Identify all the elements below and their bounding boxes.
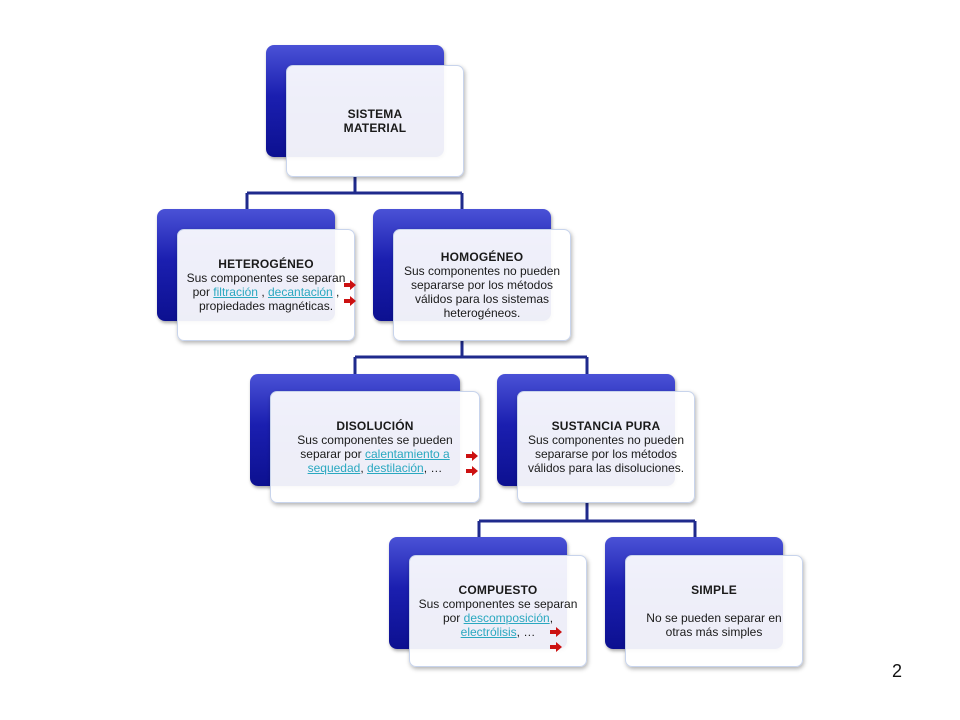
text-segment: , …: [516, 625, 536, 639]
node-description: Sus componentes se separan por descompos…: [418, 597, 578, 639]
node-sustancia-pura: SUSTANCIA PURA Sus componentes no pueden…: [497, 374, 695, 503]
node-title: HETEROGÉNEO: [218, 257, 314, 271]
node-front: SISTEMA MATERIAL: [286, 65, 464, 177]
node-disolucion: DISOLUCIÓN Sus componentes se pueden sep…: [250, 374, 480, 503]
text-segment: , …: [423, 461, 443, 475]
node-front: DISOLUCIÓN Sus componentes se pueden sep…: [270, 391, 480, 503]
node-front: HETEROGÉNEO Sus componentes se separan p…: [177, 229, 355, 341]
node-title: SIMPLE: [691, 583, 737, 597]
node-front: SIMPLE No se pueden separar en otras más…: [625, 555, 803, 667]
node-compuesto: COMPUESTO Sus componentes se separan por…: [389, 537, 587, 667]
node-title: DISOLUCIÓN: [336, 419, 414, 433]
text-segment: ,: [257, 285, 268, 299]
red-arrow-icon[interactable]: [466, 466, 478, 476]
node-front: HOMOGÉNEO Sus componentes no pueden sepa…: [393, 229, 571, 341]
link-decantacion[interactable]: decantación: [268, 285, 333, 299]
node-title: SUSTANCIA PURA: [551, 419, 661, 433]
link-electrolisis[interactable]: electrólisis: [460, 625, 517, 639]
text-segment: Sus componentes se separan por: [186, 271, 346, 299]
node-description: Sus componentes se separan por filtració…: [186, 271, 346, 313]
node-description: Sus componentes se pueden separar por ca…: [279, 433, 471, 475]
text-segment: , propiedades magnéticas.: [198, 285, 340, 313]
node-simple: SIMPLE No se pueden separar en otras más…: [605, 537, 803, 667]
page-number: 2: [891, 661, 902, 681]
text-segment: ,: [360, 461, 367, 475]
node-description: Sus componentes no pueden separarse por …: [527, 433, 685, 475]
red-arrow-icon[interactable]: [466, 451, 478, 461]
link-destilacion[interactable]: destilación: [367, 461, 424, 475]
red-arrow-icon[interactable]: [550, 642, 562, 652]
node-description: No se pueden separar en otras más simple…: [646, 611, 782, 639]
red-arrow-icon[interactable]: [344, 280, 356, 290]
node-homogeneo: HOMOGÉNEO Sus componentes no pueden sepa…: [373, 209, 571, 341]
node-front: SUSTANCIA PURA Sus componentes no pueden…: [517, 391, 695, 503]
link-filtracion[interactable]: filtración: [213, 285, 258, 299]
node-title: COMPUESTO: [458, 583, 538, 597]
node-description: Sus componentes no pueden separarse por …: [403, 264, 561, 320]
node-heterogeneo: HETEROGÉNEO Sus componentes se separan p…: [157, 209, 355, 341]
node-title: SISTEMA MATERIAL: [343, 107, 407, 135]
red-arrow-icon[interactable]: [550, 627, 562, 637]
text-segment: Sus componentes se separan por: [418, 597, 578, 625]
link-descomposicion[interactable]: descomposición: [463, 611, 550, 625]
link-calentamiento-a-sequedad[interactable]: calentamiento a sequedad: [307, 447, 450, 475]
node-sistema-material: SISTEMA MATERIAL: [266, 45, 464, 177]
node-title: HOMOGÉNEO: [440, 250, 524, 264]
text-segment: ,: [549, 611, 554, 625]
text-segment: Sus componentes se pueden separar por: [297, 433, 453, 461]
red-arrow-icon[interactable]: [344, 296, 356, 306]
